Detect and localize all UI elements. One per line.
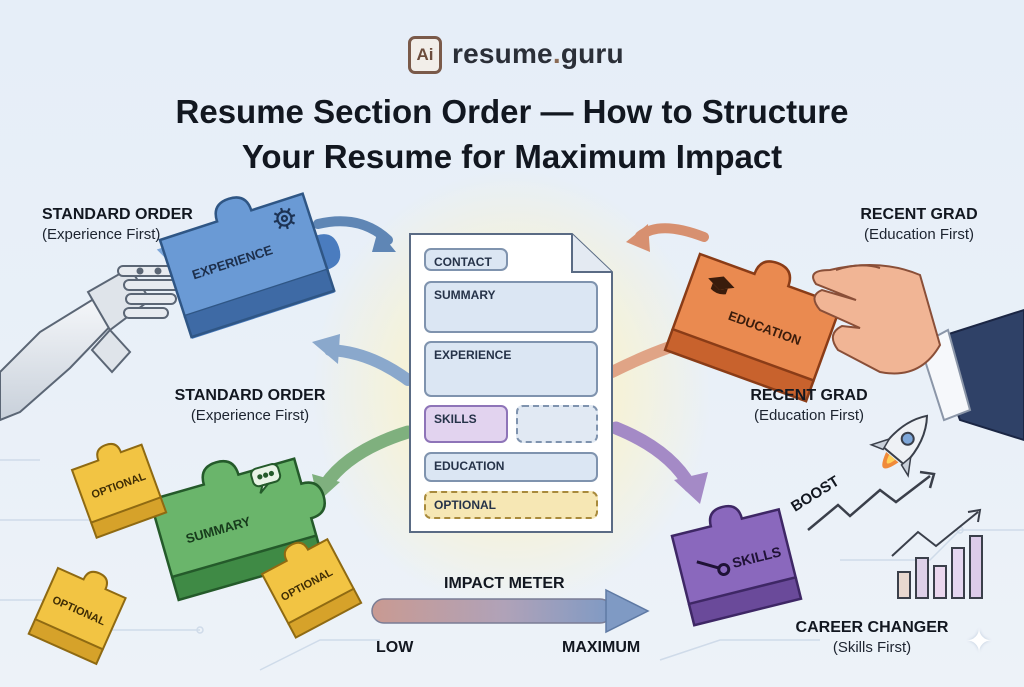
label-mid-left-title: STANDARD ORDER [174,387,326,404]
label-top-right: RECENT GRAD (Education First) [824,205,1014,244]
wrench-icon [696,560,731,576]
optional-puzzle-piece-1: OPTIONAL [70,442,168,539]
doc-section-contact: CONTACT [424,248,508,271]
arrow-experience-to-doc-head [372,230,396,252]
label-bottom-right-sub: (Skills First) [832,639,912,656]
chat-bubble-icon [250,463,282,494]
doc-section-experience: EXPERIENCE [424,341,598,397]
impact-meter-low: LOW [376,639,414,656]
label-top-right-sub: (Education First) [863,226,975,243]
label-mid-right: RECENT GRAD (Education First) [714,386,904,425]
label-mid-left-sub: (Experience First) [190,407,310,424]
doc-section-skills: SKILLS [424,405,508,443]
bar-chart-icon [891,508,983,599]
graduation-cap-icon [708,276,735,295]
human-hand [812,264,1024,442]
optional-puzzle-piece-3: OPTIONAL [260,537,363,639]
page-title-line2: Your Resume for Maximum Impact [241,138,783,175]
gear-icon [273,207,296,230]
label-top-right-title: RECENT GRAD [860,206,978,223]
brand-name-tail: guru [560,38,624,69]
label-top-left-title: STANDARD ORDER [42,206,193,223]
arrow-doc-to-education [635,223,709,242]
arrow-experience-to-doc [313,216,393,245]
doc-section-summary: SUMMARY [424,281,598,333]
experience-puzzle-piece: EXPERIENCE [156,192,341,339]
doc-section-placeholder [516,405,598,443]
robot-hand [0,265,183,422]
label-top-left-sub: (Experience First) [42,226,161,243]
arrow-doc-to-experience-head [312,334,340,364]
impact-meter-high: MAXIMUM [562,639,641,656]
doc-section-optional: OPTIONAL [424,491,598,519]
brand-name: resume.guru [452,38,624,70]
arrow-doc-to-summary [319,425,415,491]
impact-meter-title: IMPACT METER [444,575,565,592]
arrow-doc-to-education-head [626,224,650,252]
optional-puzzle-piece-2: OPTIONAL [27,566,127,666]
rocket-icon [869,414,929,478]
label-bottom-right: CAREER CHANGER (Skills First) [784,618,960,657]
impact-meter-arrow [371,588,650,634]
arrow-doc-to-skills-head [674,472,708,504]
page-title-line1: Resume Section Order — How to Structure [175,93,849,130]
brand-name-main: resume [452,38,553,69]
flow-arrows [312,216,718,504]
label-mid-right-sub: (Education First) [753,407,865,424]
label-mid-left: STANDARD ORDER (Experience First) [150,386,350,425]
brand-logo-icon: Ai [408,36,442,74]
label-mid-right-title: RECENT GRAD [750,387,868,404]
sparkle-icon: ✦ [965,623,993,659]
doc-section-education: EDUCATION [424,452,598,482]
label-bottom-right-title: CAREER CHANGER [795,619,949,636]
brand-name-dot: . [552,38,561,69]
boost-trend-arrow [807,470,936,531]
label-top-left: STANDARD ORDER (Experience First) [42,205,193,244]
skills-puzzle-piece: SKILLS [670,504,803,627]
education-puzzle-piece: EDUCATION [663,252,843,403]
